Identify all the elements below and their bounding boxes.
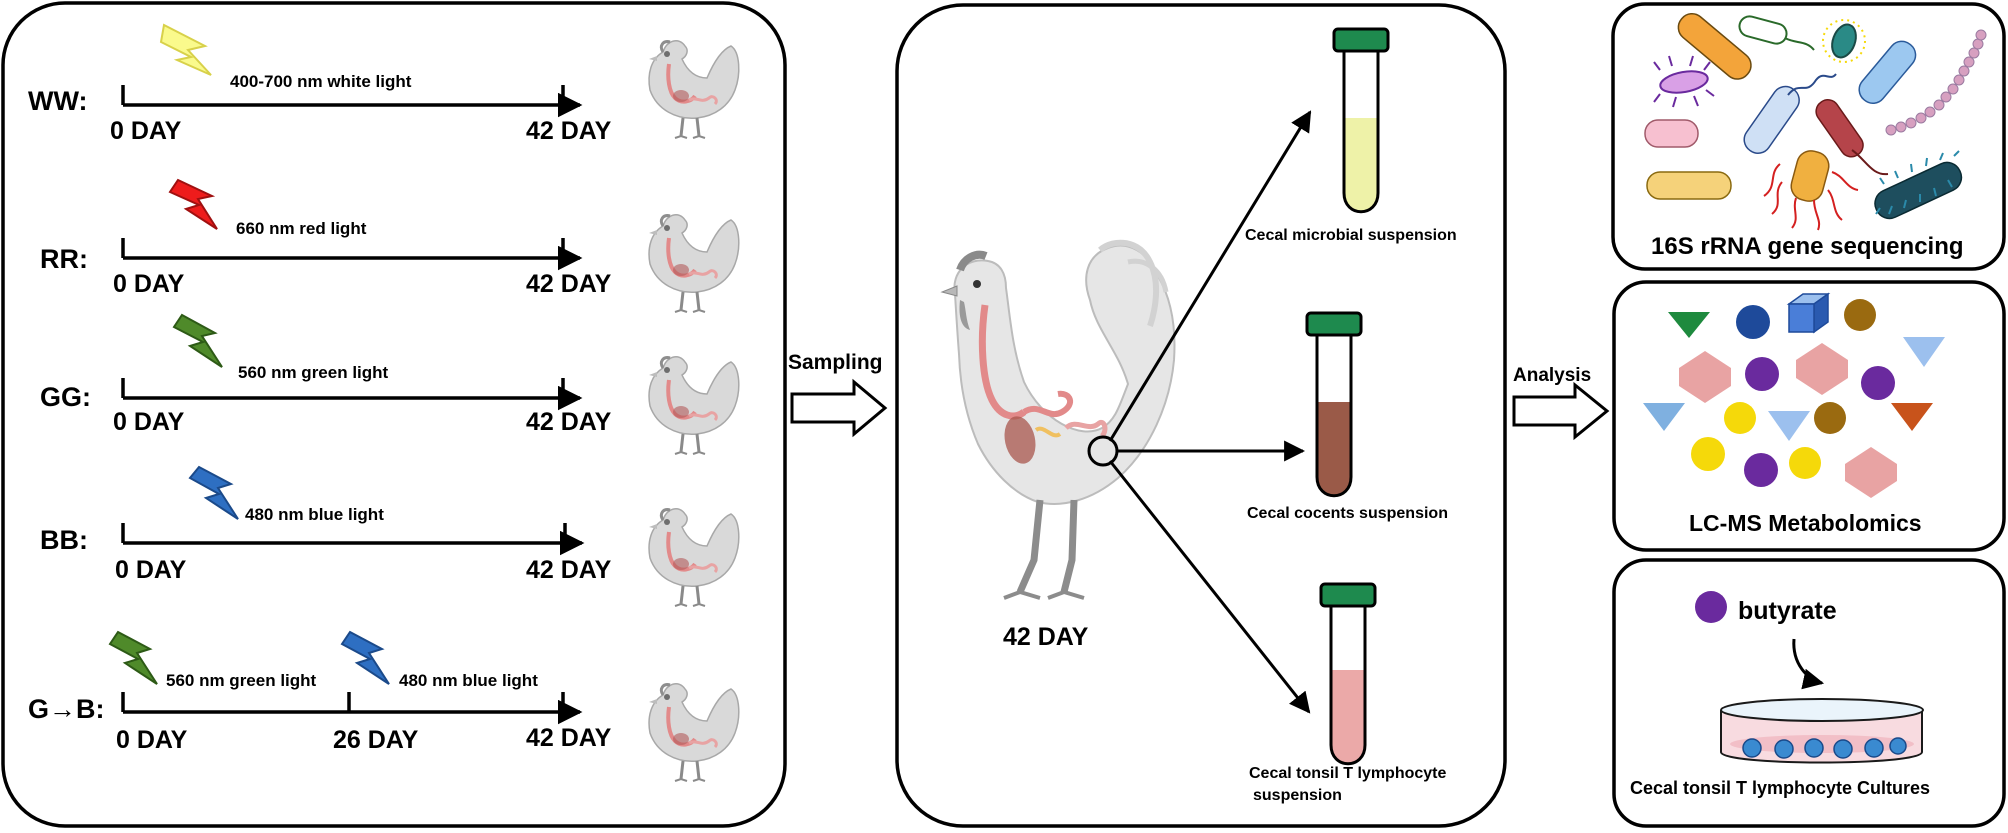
end-day: 42 DAY [526, 724, 612, 752]
light-label: 480 nm blue light [399, 671, 538, 690]
metabolite-shapes [1643, 292, 1945, 498]
bacteria-icon [1831, 23, 1857, 59]
light-label: 660 nm red light [236, 219, 367, 238]
hollow-arrow-icon [1512, 381, 1610, 441]
test-tube-icon [1329, 606, 1367, 766]
butyrate-molecule-icon [1695, 591, 1727, 623]
metabolite-shape-icon [1789, 447, 1821, 479]
cultures-label: Cecal tonsil T lymphocyte Cultures [1630, 778, 1930, 798]
curved-arrow [1792, 638, 1825, 690]
metabolite-shape-icon [1861, 366, 1895, 400]
light-label: 560 nm green light [166, 671, 317, 690]
group-code: RR: [40, 244, 88, 274]
arrow-to-lymphocyte [1108, 460, 1311, 714]
sample-label: Cecal tonsil T lymphocyte [1249, 765, 1446, 782]
sample-tube-contents [1305, 311, 1363, 498]
cube-icon [1786, 292, 1831, 334]
sampling-day: 42 DAY [1003, 623, 1089, 651]
end-day: 42 DAY [526, 556, 612, 584]
analysis-label: Analysis [1513, 365, 1591, 386]
metabolite-shape-icon [1745, 357, 1779, 391]
butyrate-label: butyrate [1738, 597, 1837, 625]
group-row-bb: BB: 480 nm blue light 0 DAY 42 DAY [40, 465, 741, 608]
hollow-arrow-icon [790, 378, 888, 438]
lightning-bolt-icon [159, 23, 212, 76]
group-code: WW: [28, 86, 87, 116]
group-code: G→B: [28, 694, 105, 724]
end-day: 42 DAY [526, 117, 612, 145]
petri-dish-icon [1720, 698, 1924, 764]
lightning-bolt-icon [340, 630, 390, 685]
lightning-bolt-icon [188, 465, 239, 520]
bacteria-chain-icon [1885, 29, 1987, 136]
sample-label: Cecal cocents suspension [1247, 505, 1448, 522]
bacteria-icon [1738, 15, 1788, 45]
metabolite-shape-icon [1736, 305, 1770, 339]
group-row-gg: GG: 560 nm green light 0 DAY 42 DAY [40, 313, 741, 456]
metabolite-shape-icon [1724, 402, 1756, 434]
sample-tube-lymphocyte [1319, 582, 1377, 766]
mid-day: 26 DAY [333, 726, 419, 754]
lymphocyte-cells [1742, 737, 1907, 759]
start-day: 0 DAY [116, 726, 188, 754]
group-code: GG: [40, 382, 91, 412]
metabolite-shape-icon [1891, 403, 1933, 431]
group-row-rr: RR: 660 nm red light 0 DAY 42 DAY [40, 178, 741, 314]
end-day: 42 DAY [526, 270, 612, 298]
group-row-green-to-blue: G→B: 560 nm green light 480 nm blue ligh… [28, 630, 741, 783]
metabolite-shape-icon [1796, 343, 1848, 395]
lightning-bolt-icon [108, 630, 158, 685]
metabolomics-panel [1612, 280, 2006, 552]
metabolite-shape-icon [1844, 299, 1876, 331]
start-day: 0 DAY [110, 117, 182, 145]
metabolite-shape-icon [1903, 337, 1945, 367]
arrow-to-microbial [1108, 110, 1312, 442]
start-day: 0 DAY [113, 270, 185, 298]
metabolite-shape-icon [1845, 447, 1897, 498]
metabolomics-label: LC-MS Metabolomics [1689, 510, 1922, 536]
light-label: 400-700 nm white light [230, 72, 412, 91]
start-day: 0 DAY [113, 408, 185, 436]
metabolite-shape-icon [1679, 351, 1731, 403]
metabolite-shape-icon [1643, 403, 1685, 431]
sampling-label: Sampling [788, 351, 883, 374]
bacteria-icon [1659, 70, 1709, 94]
bacteria-icon [1644, 119, 1699, 148]
sequencing-label: 16S rRNA gene sequencing [1651, 233, 1964, 260]
metabolite-shape-icon [1814, 402, 1846, 434]
bacteria-icon-group [1644, 12, 1987, 231]
sample-label-continued: suspension [1253, 787, 1342, 804]
lightning-bolt-icon [172, 313, 223, 368]
sample-tube-microbial [1332, 27, 1390, 214]
metabolite-shape-icon [1744, 453, 1778, 487]
bacteria-icon [1677, 12, 1752, 80]
test-tube-icon [1342, 51, 1380, 214]
light-label: 480 nm blue light [245, 505, 384, 524]
bacteria-icon [1646, 171, 1732, 200]
sample-label: Cecal microbial suspension [1245, 227, 1457, 244]
rooster-icon [940, 239, 1176, 600]
group-row-ww: WW: 400-700 nm white light 0 DAY 42 DAY [28, 23, 741, 145]
metabolite-shape-icon [1691, 437, 1725, 471]
metabolite-shape-icon [1768, 411, 1810, 441]
metabolite-shape-icon [1668, 312, 1710, 338]
lightning-bolt-icon [168, 178, 218, 230]
bacteria-icon [1790, 150, 1830, 202]
bacteria-icon [1874, 161, 1963, 220]
bacteria-icon [1858, 40, 1917, 105]
light-label: 560 nm green light [238, 363, 389, 382]
cultures-panel [1612, 558, 2006, 828]
end-day: 42 DAY [526, 408, 612, 436]
start-day: 0 DAY [115, 556, 187, 584]
test-tube-icon [1315, 335, 1353, 498]
group-code: BB: [40, 525, 88, 555]
